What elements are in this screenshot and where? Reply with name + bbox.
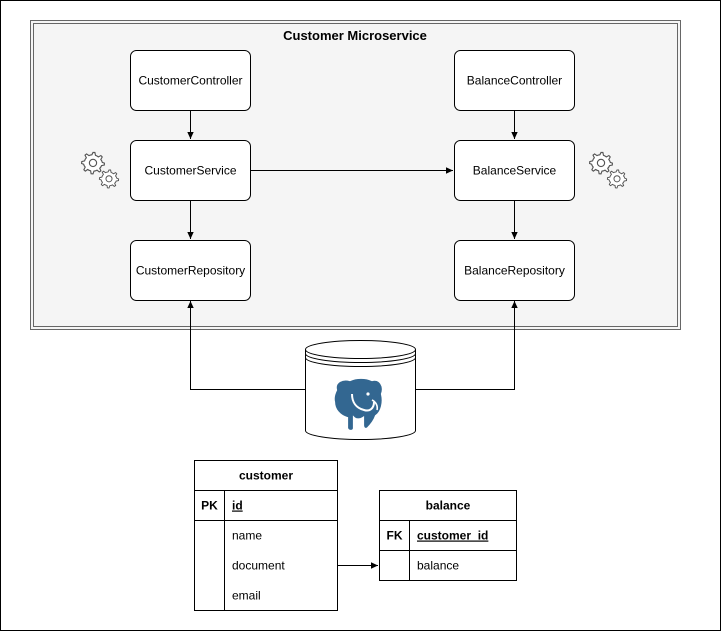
- balance-table: balance FK customer_id balance: [379, 490, 517, 581]
- node-customer-service[interactable]: CustomerService: [130, 140, 251, 201]
- node-label: CustomerRepository: [136, 264, 245, 278]
- edges: [187, 110, 518, 569]
- node-balance-repository[interactable]: BalanceRepository: [454, 240, 575, 301]
- node-customer-controller[interactable]: CustomerController: [130, 50, 251, 111]
- customer-table: customer PK id name document email: [194, 460, 338, 611]
- pk-field: id: [232, 499, 243, 513]
- field-email: email: [232, 589, 261, 603]
- field-balance: balance: [417, 559, 459, 573]
- microservice-container: Customer Microservice: [30, 20, 681, 330]
- database-cylinder: [305, 340, 416, 440]
- node-customer-repository[interactable]: CustomerRepository: [130, 240, 251, 301]
- node-label: BalanceController: [467, 74, 562, 88]
- container-title: Customer Microservice: [283, 28, 427, 43]
- table-title: balance: [426, 499, 471, 513]
- field-document: document: [232, 559, 285, 573]
- node-label: BalanceRepository: [464, 264, 565, 278]
- node-label: BalanceService: [473, 164, 557, 178]
- fk-field: customer_id: [417, 529, 488, 543]
- node-balance-controller[interactable]: BalanceController: [454, 50, 575, 111]
- postgresql-elephant-icon: [332, 376, 384, 433]
- node-label: CustomerController: [138, 74, 242, 88]
- edge-db-cr: [187, 301, 305, 390]
- field-name: name: [232, 529, 262, 543]
- fk-label: FK: [387, 529, 403, 543]
- node-label: CustomerService: [144, 164, 236, 178]
- pk-label: PK: [201, 499, 218, 513]
- node-balance-service[interactable]: BalanceService: [454, 140, 575, 201]
- table-title: customer: [239, 469, 293, 483]
- edge-db-br: [415, 301, 518, 390]
